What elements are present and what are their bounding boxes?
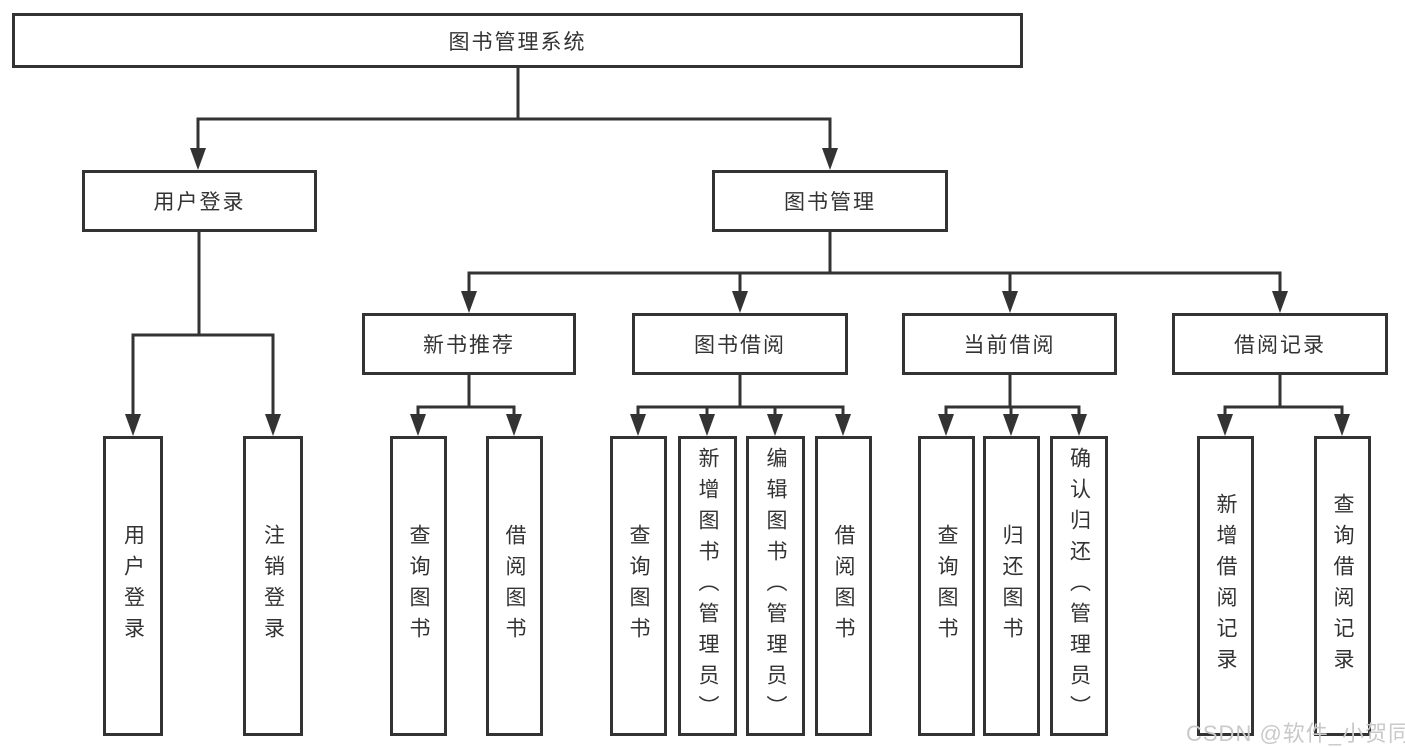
leaf-return-books: 归还图书 [983, 436, 1040, 736]
node-user-login: 用户登录 [82, 170, 317, 232]
leaf-query-borrow-record: 查询借阅记录 [1314, 436, 1371, 736]
leaf-recommend-borrow-books: 借阅图书 [486, 436, 543, 736]
arrowheads [125, 148, 1350, 436]
node-library-management-system: 图书管理系统 [12, 13, 1023, 68]
node-book-borrow: 图书借阅 [632, 313, 848, 375]
leaf-recommend-query-books: 查询图书 [390, 436, 447, 736]
csdn-watermark: CSDN @软件_小贺同学 [1186, 721, 1405, 746]
leaf-edit-books-admin: 编辑图书（管理员） [746, 436, 805, 736]
node-new-book-recommend: 新书推荐 [362, 313, 576, 375]
leaf-user-login: 用户登录 [103, 436, 163, 736]
node-current-borrow: 当前借阅 [902, 313, 1117, 375]
leaf-add-borrow-record: 新增借阅记录 [1197, 436, 1254, 736]
node-book-management: 图书管理 [712, 170, 948, 232]
leaf-current-query-books: 查询图书 [918, 436, 975, 736]
leaf-borrow-books: 借阅图书 [815, 436, 872, 736]
node-borrow-record: 借阅记录 [1172, 313, 1388, 375]
leaf-add-books-admin: 新增图书（管理员） [678, 436, 737, 736]
leaf-logout: 注销登录 [243, 436, 303, 736]
leaf-borrow-query-books: 查询图书 [610, 436, 667, 736]
leaf-confirm-return-admin: 确认归还（管理员） [1050, 436, 1108, 736]
